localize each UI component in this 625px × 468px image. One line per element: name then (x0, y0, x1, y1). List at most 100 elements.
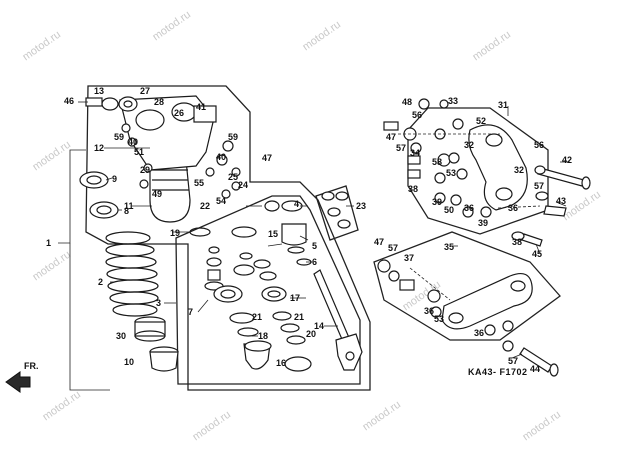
damper-rod (313, 269, 363, 371)
callout-38: 38 (512, 237, 522, 247)
top-eyelet (101, 96, 138, 112)
callout-13: 13 (94, 86, 104, 96)
callout-24: 24 (238, 180, 248, 190)
callout-15: 15 (268, 229, 278, 239)
callout-32: 32 (514, 165, 524, 175)
callout-21: 21 (252, 312, 262, 322)
callout-46: 46 (64, 96, 74, 106)
callout-30: 30 (116, 331, 126, 341)
callout-53: 53 (434, 314, 444, 324)
callout-31: 31 (498, 100, 508, 110)
callout-21: 21 (294, 312, 304, 322)
callout-11: 11 (124, 201, 134, 211)
callout-14: 14 (314, 321, 324, 331)
callout-22: 22 (200, 201, 210, 211)
diagram-code: KA43- F1702 (468, 367, 528, 377)
adjuster-nut-lower (89, 201, 119, 219)
callout-23: 23 (356, 201, 366, 211)
callout-40: 40 (128, 137, 138, 147)
callout-51: 51 (134, 147, 144, 157)
bushing-set (321, 191, 351, 229)
callout-3: 3 (156, 298, 161, 308)
callout-58: 58 (432, 157, 442, 167)
damper-kit-frame (175, 195, 361, 385)
callout-32: 32 (464, 140, 474, 150)
callout-59: 59 (114, 132, 124, 142)
cushion-arm-frame (407, 107, 549, 235)
callout-8: 8 (124, 206, 129, 216)
damper-stack-right (253, 200, 312, 372)
mount-bolt-left (85, 97, 103, 107)
cushion-connecting-rod (441, 273, 533, 330)
callout-59: 59 (228, 132, 238, 142)
callout-37: 37 (404, 253, 414, 263)
callout-57: 57 (534, 181, 544, 191)
front-direction-arrow (5, 371, 31, 393)
callout-36: 36 (424, 306, 434, 316)
callout-6: 6 (312, 257, 317, 267)
callout-33: 33 (448, 96, 458, 106)
callout-35: 35 (444, 242, 454, 252)
shock-body (149, 159, 191, 223)
callout-45: 45 (532, 249, 542, 259)
callout-57: 57 (396, 143, 406, 153)
callout-12: 12 (94, 143, 104, 153)
callout-52: 52 (476, 116, 486, 126)
callout-42: 42 (562, 155, 572, 165)
callout-53: 53 (446, 168, 456, 178)
callout-4: 4 (294, 199, 299, 209)
callout-39: 39 (432, 197, 442, 207)
spring-seat (134, 316, 166, 342)
callout-2: 2 (98, 277, 103, 287)
o-ring-19 (189, 227, 211, 237)
callout-9: 9 (112, 174, 117, 184)
callout-56: 56 (412, 110, 422, 120)
callout-57: 57 (508, 356, 518, 366)
callout-43: 43 (556, 196, 566, 206)
callout-10: 10 (124, 357, 134, 367)
callout-7: 7 (188, 307, 193, 317)
bushing-set-frame (315, 185, 359, 241)
rod-bolt-45 (511, 231, 543, 247)
arm-nut-43 (534, 165, 567, 217)
callout-55: 55 (194, 178, 204, 188)
callout-36: 36 (474, 328, 484, 338)
callout-36: 36 (508, 203, 518, 213)
callout-26: 26 (174, 108, 184, 118)
shock-assembly-frame (85, 85, 371, 391)
callout-50: 50 (444, 205, 454, 215)
callout-38: 38 (408, 184, 418, 194)
callout-41: 41 (196, 102, 206, 112)
callout-34: 34 (410, 148, 420, 158)
callout-25: 25 (228, 172, 238, 182)
callout-47: 47 (386, 132, 396, 142)
front-direction-label: FR. (24, 361, 39, 371)
callout-39: 39 (478, 218, 488, 228)
callout-57: 57 (388, 243, 398, 253)
leader-lines (58, 101, 570, 391)
callout-19: 19 (170, 228, 180, 238)
callout-18: 18 (258, 331, 268, 341)
callout-54: 54 (216, 196, 226, 206)
reservoir (119, 95, 217, 171)
callout-17: 17 (290, 293, 300, 303)
callout-49: 49 (152, 189, 162, 199)
adjuster-nut-upper (79, 171, 109, 189)
callout-5: 5 (312, 241, 317, 251)
callout-44: 44 (530, 364, 540, 374)
damper-stack-left (204, 226, 272, 370)
callout-36: 36 (464, 203, 474, 213)
rod-bolt-44 (519, 347, 559, 377)
callout-47: 47 (374, 237, 384, 247)
callout-28: 28 (154, 97, 164, 107)
valve-cluster (121, 123, 241, 199)
callout-48: 48 (402, 97, 412, 107)
rod-bushings (377, 259, 514, 352)
callout-29: 29 (140, 165, 150, 175)
cushion-rod-frame (373, 231, 561, 341)
callout-16: 16 (276, 358, 286, 368)
callout-20: 20 (306, 329, 316, 339)
callout-labels: 1 2 3 4 5 6 7 8 9 10 11 12 13 14 15 16 1… (46, 86, 572, 374)
